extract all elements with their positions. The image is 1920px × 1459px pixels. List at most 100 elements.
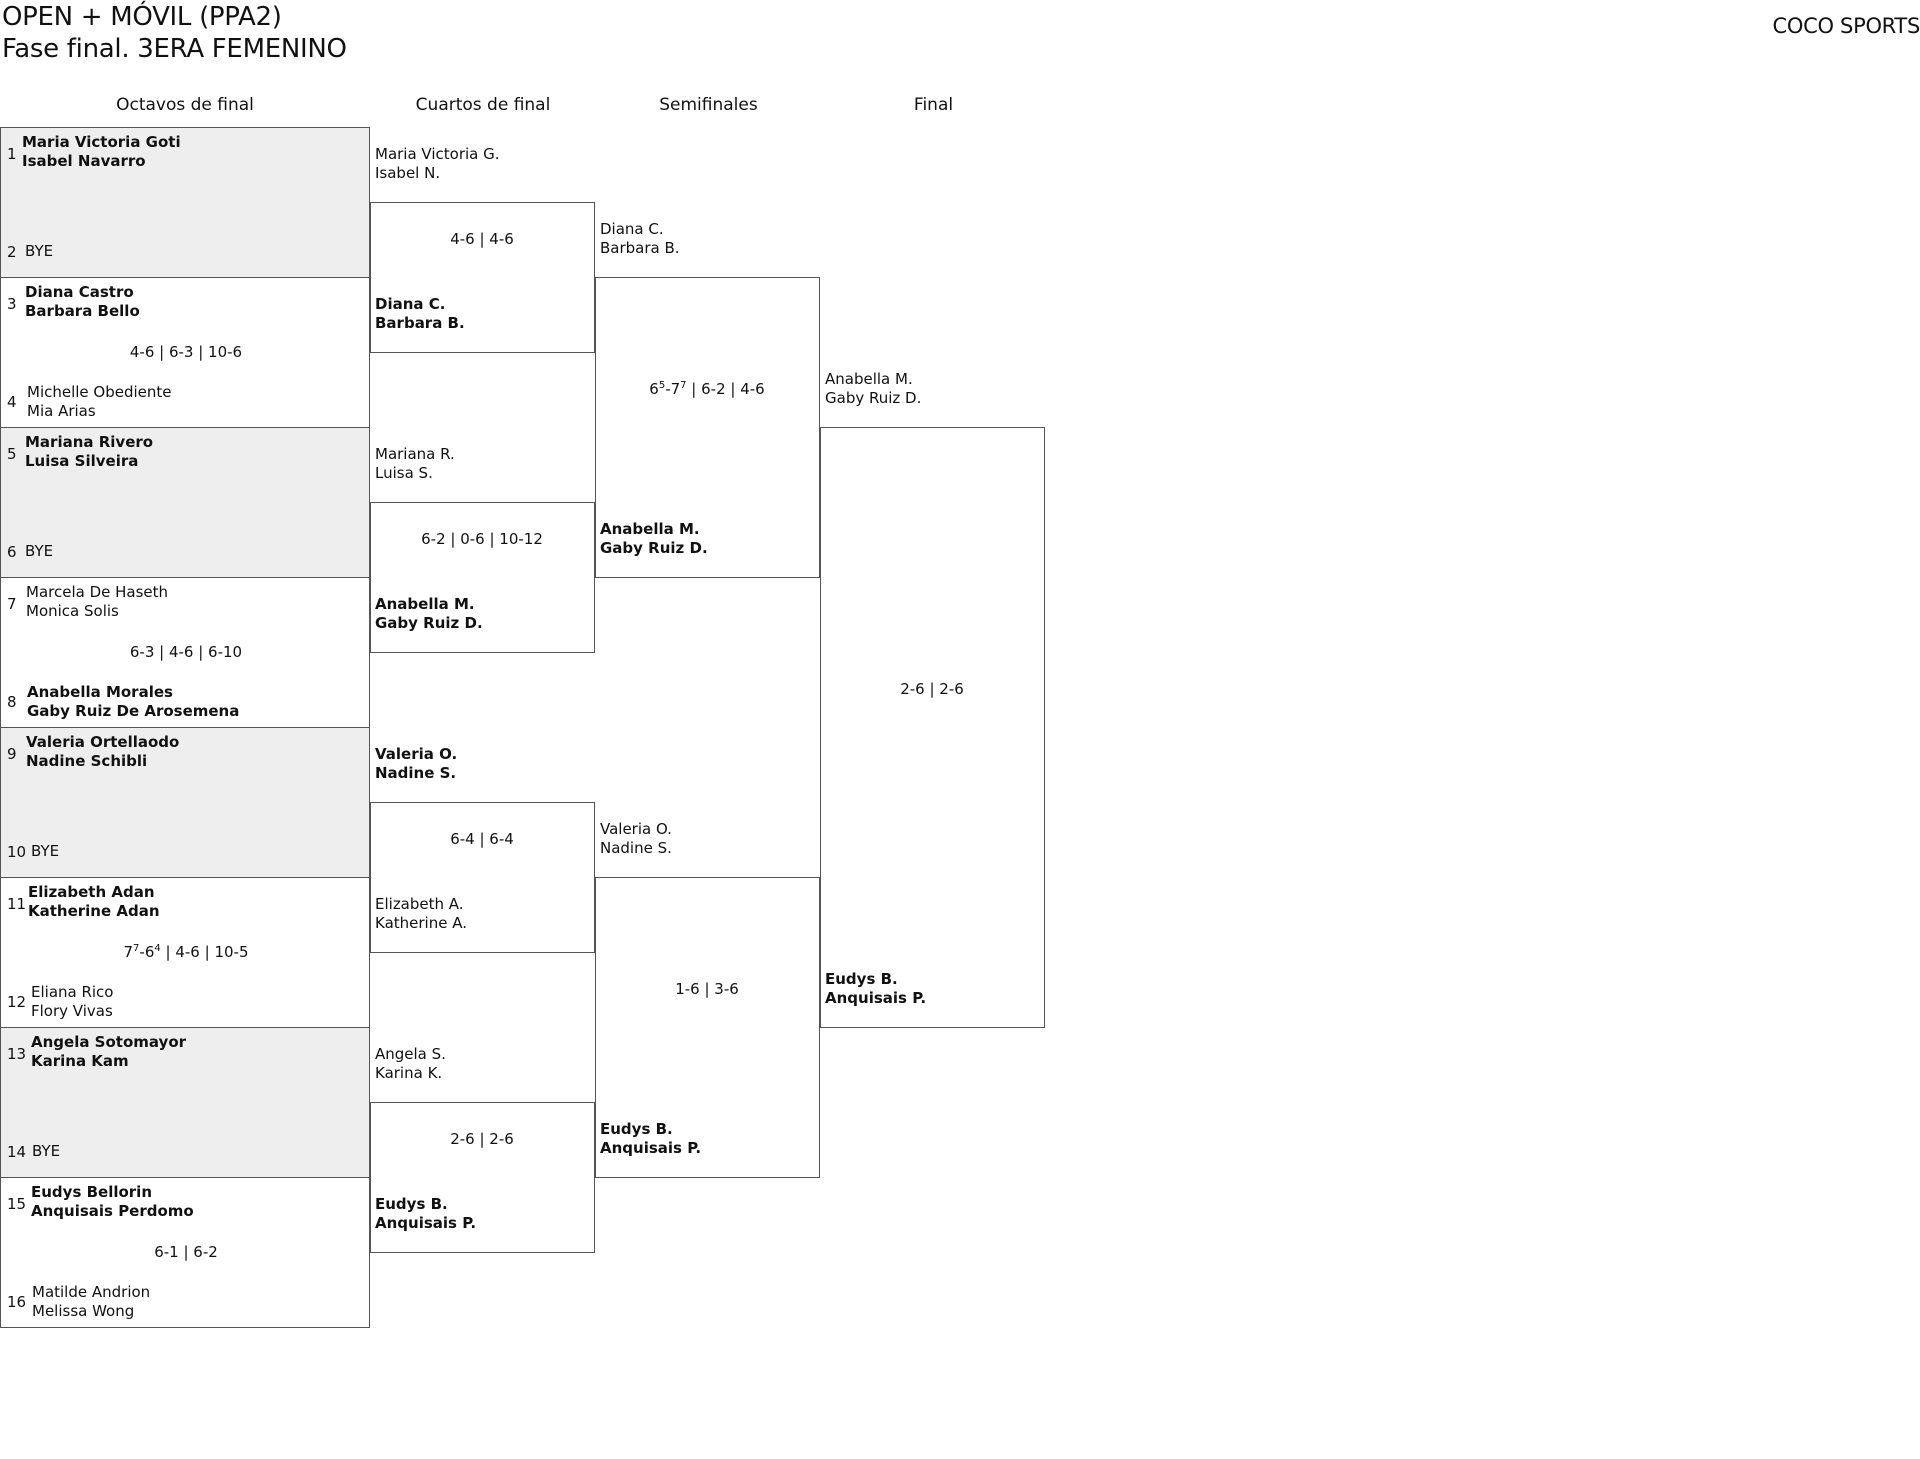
title-line-1: OPEN + MÓVIL (PPA2) [2,2,282,32]
seed-number: 14 [7,1143,27,1161]
team-loser-line-2: Melissa Wong [32,1302,135,1320]
title-line-2: Fase final. 3ERA FEMENINO [2,34,347,64]
sf-match-1 [595,277,820,578]
team-winner-line-1: Mariana Rivero [25,433,154,451]
team-loser-line-1: Michelle Obediente [27,383,172,401]
team-bye: BYE [25,542,54,560]
qf-match-3 [370,802,595,953]
sf1-score: 65-77 | 6-2 | 4-6 [649,380,765,398]
team-winner-line-1: Anabella Morales [27,683,173,701]
match-score: 77-64 | 4-6 | 10-5 [123,943,249,961]
seed-number: 2 [7,243,17,261]
team-winner-line-2: Luisa Silveira [25,452,139,470]
sf2-score: 1-6 | 3-6 [675,980,739,998]
seed-number: 8 [7,693,17,711]
qf3-team-top-line-2: Nadine S. [375,764,457,782]
qf1-team-top-line-1: Maria Victoria G. [375,145,500,163]
qf-match-1 [370,202,595,353]
seed-number: 10 [7,843,27,861]
qf-match-4 [370,1102,595,1253]
team-loser-line-2: Mia Arias [27,402,96,420]
team-loser-line-2: Flory Vivas [31,1002,113,1020]
qf-match-2 [370,502,595,653]
team-winner-line-1: Valeria Ortellaodo [26,733,180,751]
team-winner-line-2: Karina Kam [31,1052,129,1070]
seed-number: 6 [7,543,17,561]
final-team-bottom-line-1: Eudys B. [825,970,898,988]
team-winner-line-2: Nadine Schibli [26,752,148,770]
sf2-team-bottom-line-1: Eudys B. [600,1120,673,1138]
team-bye: BYE [32,1142,61,1160]
qf1-team-bottom-line-1: Diana C. [375,295,446,313]
seed-number: 5 [7,445,17,463]
r16-match-2: 3 Diana Castro Barbara Bello 4-6 | 6-3 |… [0,277,370,428]
qf4-team-bottom-line-1: Eudys B. [375,1195,448,1213]
round-header-final: Final [913,95,954,115]
qf2-score: 6-2 | 0-6 | 10-12 [421,530,543,548]
qf3-team-top-line-1: Valeria O. [375,745,458,763]
r16-match-3: 5 Mariana Rivero Luisa Silveira 6 BYE [0,427,370,578]
r16-match-1: 1 Maria Victoria Goti Isabel Navarro 2 B… [0,127,370,278]
team-bye: BYE [25,242,54,260]
r16-match-5: 9 Valeria Ortellaodo Nadine Schibli 10 B… [0,727,370,878]
team-winner-line-2: Anquisais Perdomo [31,1202,194,1220]
seed-number: 13 [7,1045,27,1063]
sf2-team-bottom-line-2: Anquisais P. [600,1139,702,1157]
qf1-team-top-line-2: Isabel N. [375,164,441,182]
qf1-score: 4-6 | 4-6 [450,230,514,248]
qf3-team-bottom-line-2: Katherine A. [375,914,467,932]
match-score: 4-6 | 6-3 | 10-6 [129,343,243,361]
r16-match-6: 11 Elizabeth Adan Katherine Adan 77-64 |… [0,877,370,1028]
seed-number: 1 [7,145,17,163]
qf2-team-top-line-1: Mariana R. [375,445,455,463]
brand-name: COCO SPORTS [1772,14,1920,38]
match-score: 6-1 | 6-2 [154,1243,218,1261]
final-score: 2-6 | 2-6 [900,680,964,698]
final-team-top-line-1: Anabella M. [825,370,913,388]
qf2-team-bottom-line-1: Anabella M. [375,595,475,613]
seed-number: 7 [7,595,17,613]
team-winner-line-2: Barbara Bello [25,302,140,320]
final-team-top-line-2: Gaby Ruiz D. [825,389,922,407]
seed-number: 11 [7,895,27,913]
qf2-team-bottom-line-2: Gaby Ruiz D. [375,614,483,632]
seed-number: 4 [7,393,17,411]
team-loser-line-1: Marcela De Haseth [26,583,169,601]
final-match [820,427,1045,1028]
sf2-team-top-line-1: Valeria O. [600,820,672,838]
seed-number: 12 [7,993,27,1011]
seed-number: 16 [7,1293,27,1311]
seed-number: 3 [7,295,17,313]
qf4-team-top-line-2: Karina K. [375,1064,443,1082]
team-winner-line-1: Diana Castro [25,283,134,301]
qf3-team-bottom-line-1: Elizabeth A. [375,895,464,913]
sf1-team-bottom-line-2: Gaby Ruiz D. [600,539,708,557]
team-winner-line-2: Katherine Adan [28,902,160,920]
round-header-cuartos: Cuartos de final [415,95,551,115]
qf4-team-bottom-line-2: Anquisais P. [375,1214,477,1232]
team-winner-line-2: Isabel Navarro [22,152,146,170]
round-header-semifinales: Semifinales [659,95,758,115]
sf1-team-bottom-line-1: Anabella M. [600,520,700,538]
r16-match-8: 15 Eudys Bellorin Anquisais Perdomo 6-1 … [0,1177,370,1328]
team-winner-line-2: Gaby Ruiz De Arosemena [27,702,240,720]
team-loser-line-1: Matilde Andrion [32,1283,151,1301]
team-bye: BYE [31,842,60,860]
team-winner-line-1: Eudys Bellorin [31,1183,153,1201]
r16-match-7: 13 Angela Sotomayor Karina Kam 14 BYE [0,1027,370,1178]
final-team-bottom-line-2: Anquisais P. [825,989,927,1007]
qf3-score: 6-4 | 6-4 [450,830,514,848]
team-winner-line-1: Elizabeth Adan [28,883,155,901]
seed-number: 15 [7,1195,27,1213]
qf2-team-top-line-2: Luisa S. [375,464,433,482]
r16-match-4: 7 Marcela De Haseth Monica Solis 6-3 | 4… [0,577,370,728]
qf4-score: 2-6 | 2-6 [450,1130,514,1148]
qf4-team-top-line-1: Angela S. [375,1045,446,1063]
sf2-team-top-line-2: Nadine S. [600,839,672,857]
sf1-team-top-line-2: Barbara B. [600,239,680,257]
team-loser-line-2: Monica Solis [26,602,119,620]
sf-match-2 [595,877,820,1178]
team-winner-line-1: Angela Sotomayor [31,1033,187,1051]
sf1-team-top-line-1: Diana C. [600,220,664,238]
seed-number: 9 [7,745,17,763]
